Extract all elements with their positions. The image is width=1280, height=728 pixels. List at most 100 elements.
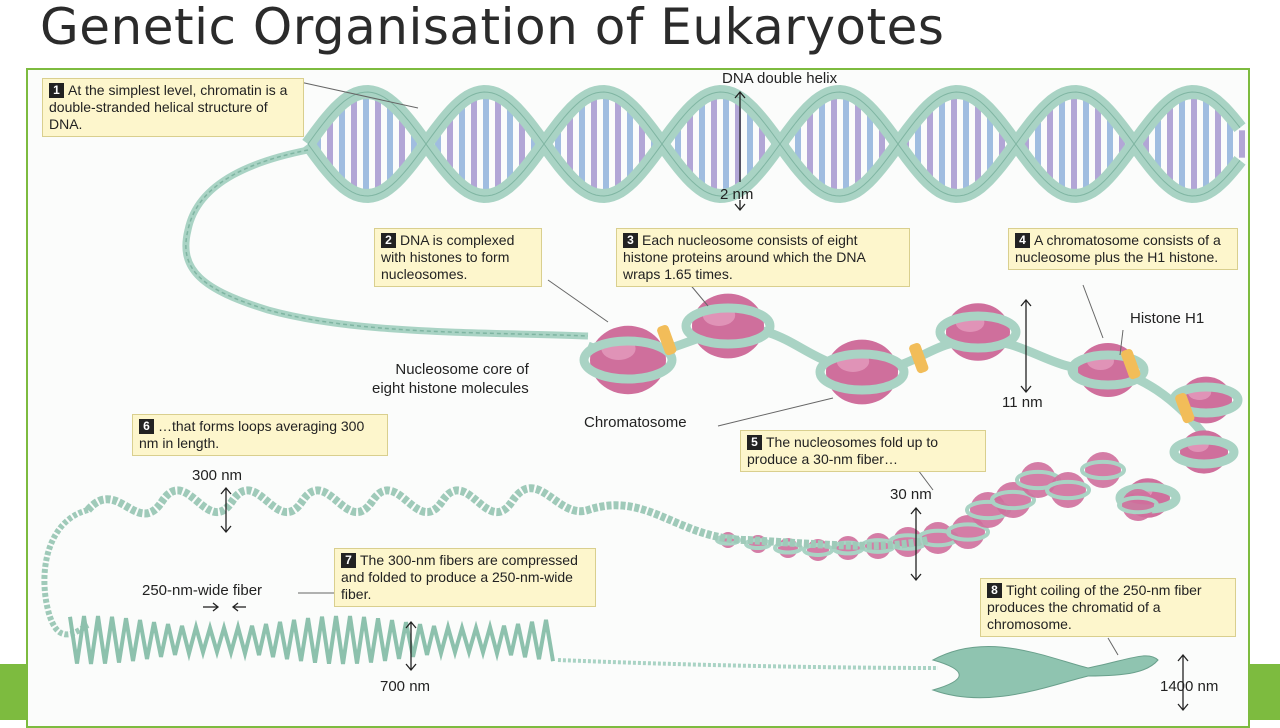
base-pair <box>1095 101 1101 187</box>
base-pair <box>435 127 441 161</box>
base-pair <box>759 120 765 168</box>
base-pair <box>795 120 801 168</box>
base-pair <box>1107 112 1113 176</box>
measure-arrows <box>203 90 1189 712</box>
base-pair <box>1239 130 1245 158</box>
two-fifty-nm-fiber <box>68 615 555 665</box>
label-1400nm: 1400 nm <box>1160 678 1219 695</box>
callout-text: …that forms loops averaging 300 nm in le… <box>139 418 365 451</box>
chromatin-coil-left-inner <box>185 149 589 337</box>
base-pair <box>819 97 825 191</box>
packed-dna <box>946 522 990 542</box>
base-pair <box>687 108 693 180</box>
histone-h1 <box>1175 393 1195 424</box>
label-300nm: 300 nm <box>192 467 243 484</box>
callout-text: DNA is complexed with histones to form n… <box>381 232 515 282</box>
base-pair <box>1059 95 1065 193</box>
base-pair <box>999 125 1005 163</box>
label-250nm-fiber: 250-nm-wide fiber <box>142 582 263 599</box>
chromatin-illustration <box>41 81 1246 712</box>
base-pair <box>1215 103 1221 185</box>
base-pair <box>951 92 957 196</box>
packed-nucleosome <box>1085 452 1121 488</box>
base-pair <box>927 104 933 184</box>
base-pair <box>483 92 489 196</box>
base-pair <box>339 103 345 185</box>
callout-text: Each nucleosome consists of eight histon… <box>623 232 866 282</box>
histone-h1 <box>657 325 677 356</box>
base-pair <box>831 92 837 196</box>
step-number: 2 <box>381 233 396 248</box>
base-pair <box>399 112 405 176</box>
label-dna-double-helix: DNA double helix <box>722 70 838 87</box>
dna-backbone <box>302 84 1246 204</box>
step-number: 4 <box>1015 233 1030 248</box>
nucleosome-string <box>579 293 1243 518</box>
step-number: 6 <box>139 419 154 434</box>
base-pair <box>1083 94 1089 194</box>
base-pair <box>675 122 681 166</box>
callout-6: 6…that forms loops averaging 300 nm in l… <box>132 414 388 456</box>
fiber-connector-left <box>41 507 90 638</box>
base-pair <box>459 101 465 187</box>
packed-nucleosome <box>1050 472 1086 508</box>
callout-text: The 300-nm fibers are compressed and fol… <box>341 552 578 602</box>
wrapped-dna <box>1169 382 1243 418</box>
base-pair <box>1071 92 1077 196</box>
histone-octamer <box>590 325 666 395</box>
packed-nucleosome <box>1122 489 1154 521</box>
step-number: 7 <box>341 553 356 568</box>
slide-title: Genetic Organisation of Eukaryotes <box>40 0 945 56</box>
loop-fiber-300nm <box>84 484 929 550</box>
wrapped-dna <box>681 303 775 349</box>
label-2nm: 2 nm <box>720 186 754 203</box>
label-30nm: 30 nm <box>890 486 932 503</box>
callout-text: Tight coiling of the 250-nm fiber produc… <box>987 582 1202 632</box>
base-pair <box>843 92 849 196</box>
base-pair <box>723 92 729 196</box>
packed-dna <box>1117 495 1159 515</box>
base-pair <box>387 101 393 187</box>
histone-h1 <box>1121 349 1141 380</box>
base-pair <box>975 99 981 189</box>
base-pair <box>915 117 921 171</box>
base-pair <box>1203 95 1209 193</box>
base-pair <box>447 112 453 176</box>
base-pair <box>615 96 621 192</box>
base-pair <box>711 92 717 196</box>
base-pair <box>411 127 417 161</box>
left-accent-bar <box>0 664 26 720</box>
base-pair <box>507 103 513 185</box>
step-number: 5 <box>747 435 762 450</box>
base-pair <box>495 95 501 193</box>
base-pair <box>807 106 813 182</box>
step-number: 3 <box>623 233 638 248</box>
histone-octamer <box>826 339 898 405</box>
base-pair <box>375 94 381 194</box>
base-pair <box>1023 130 1029 158</box>
base-pair <box>639 117 645 171</box>
base-pair <box>987 110 993 178</box>
chromosome <box>931 646 1159 699</box>
label-histone-h1: Histone H1 <box>1130 310 1205 327</box>
base-pair <box>879 122 885 166</box>
base-pair <box>327 115 333 173</box>
base-pair <box>567 110 573 178</box>
base-pair <box>1119 127 1125 161</box>
label-nucleosome-core: Nucleosome core of eight histone molecul… <box>372 361 529 397</box>
dna-base-pairs <box>315 92 1245 196</box>
packed-nucleosome <box>807 539 829 561</box>
callout-text: A chromatosome consists of a nucleosome … <box>1015 232 1221 265</box>
base-pair <box>471 94 477 194</box>
base-pair <box>735 97 741 191</box>
base-pair <box>747 106 753 182</box>
packed-dna <box>990 489 1036 511</box>
base-pair <box>519 115 525 173</box>
wrapped-dna <box>1067 350 1149 390</box>
